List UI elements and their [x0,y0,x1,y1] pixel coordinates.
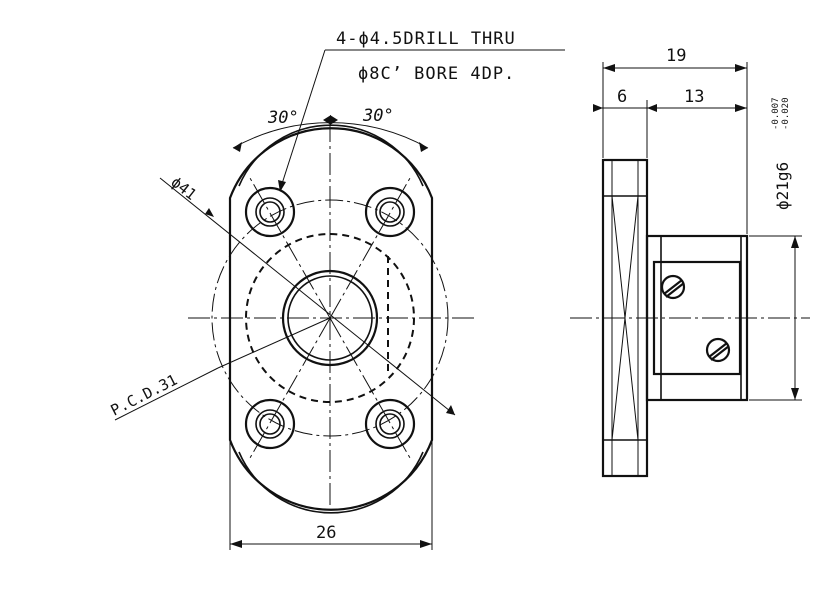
pcd-circle [211,199,449,437]
angle-left-label: 30° [267,108,299,128]
angle-arrow-right [419,142,428,152]
mounting-hole-bottom-right [364,398,416,450]
dia21-arrow-top [791,236,799,248]
front-view: 30° 30° ϕ41 P.C.D.31 26 4-ϕ4.5DRILL THRU… [108,29,565,550]
pcd-leader-extension [217,317,331,369]
len6-label: 6 [617,87,627,107]
len19-arrow-right [735,64,747,72]
dia41-label: ϕ41 [168,173,200,204]
hidden-body-circle [245,233,415,403]
angle-arrow-center-right [330,115,338,125]
set-screw-upper [660,274,686,300]
flange-chamfer-bottom [238,451,424,514]
hole-axis-top-right [329,177,411,319]
dia21-tolerance-lower: -0.020 [781,97,791,130]
len19-arrow-left [603,64,615,72]
dia21-label: ϕ21g6 [773,162,792,210]
body-flat-face [652,260,742,376]
mounting-hole-bottom-left [244,398,296,450]
pcd-label: P.C.D.31 [108,371,181,420]
width-arrow-left [230,540,242,548]
angle-arrow-center-left [323,115,331,125]
center-bore-outer [281,269,379,367]
mounting-hole-top-left [244,186,296,238]
center-bore-inner [287,275,373,361]
width-arrow-right [420,540,432,548]
angle-right-label: 30° [362,106,394,126]
note-leader-arrow [278,180,286,192]
drill-note-line2: ϕ8C’ BORE 4DP. [358,64,515,84]
dia41-arrow-upper [205,208,214,217]
pcd-leader [114,367,219,421]
hole-axis-bottom-left [249,317,331,459]
hole-axis-bottom-right [329,317,411,459]
dia41-dimension-line [159,177,456,416]
len13-arrow-right [735,104,747,112]
width-label: 26 [316,523,336,543]
note-leader [279,49,326,191]
angle-arrow-left [233,142,242,152]
len6-arrow-right [647,104,657,112]
dia21-arrow-bottom [791,388,799,400]
dia41-arrow-lower [446,405,455,415]
flange-chamfer-top [238,124,424,187]
side-body [645,234,749,402]
flange-cross-2 [611,195,639,441]
mounting-hole-top-right [364,186,416,238]
side-view: 19 6 13 ϕ21g6 -0.007 -0.020 [570,46,810,478]
hole-axis-top-left [249,177,331,319]
len19-label: 19 [666,46,686,66]
drill-note-line1: 4-ϕ4.5DRILL THRU [336,29,516,49]
set-screw-lower [705,337,731,363]
len6-arrow-left [593,104,603,112]
dia21-tolerance-upper: -0.007 [771,97,781,130]
len13-label: 13 [684,87,704,107]
